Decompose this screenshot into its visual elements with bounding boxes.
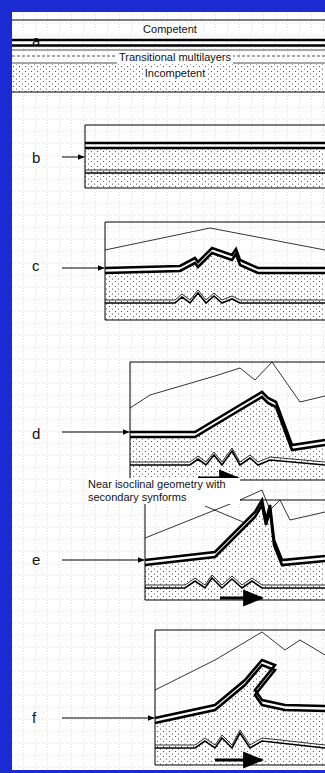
panel-letter: d [32,426,40,442]
competent-layer [85,142,325,145]
leader-line [205,506,243,522]
competent-layer [145,500,325,560]
topography [130,362,325,408]
multilayer [130,448,325,462]
incompetent-layer [130,398,325,480]
multilayer [85,170,325,171]
multilayer [85,172,325,174]
panel-letter: e [32,552,40,568]
grid [12,12,325,770]
panel-letter: f [32,710,36,726]
competent-layer [155,665,325,723]
incompetent-layer [105,254,325,320]
competent-layer [12,39,325,42]
panel-frame [85,125,325,188]
competent-layer [145,505,325,565]
note: Near isoclinal geometry with secondary s… [86,478,240,504]
panel-letter: b [32,150,40,166]
panel-frame [105,222,325,320]
stroke [12,20,325,21]
panel [12,12,325,770]
competent-layer [12,44,325,47]
shear-arrow [215,759,262,762]
incompetent-layer [145,506,325,600]
layer-name: Competent [143,23,197,36]
stage-arrow [62,157,84,158]
layer-name: Incompetent [143,67,208,80]
stage-arrow [62,268,104,269]
multilayer [105,290,325,300]
competent-layer [105,248,325,268]
incompetent-layer [12,64,325,92]
multilayer [145,575,325,585]
shear-arrow [220,597,262,600]
stage-arrow [62,432,129,433]
stage-arrow [62,718,154,719]
panel-letter: a [32,33,40,49]
panel-letter: c [32,258,40,274]
topography [155,632,325,690]
topography [105,228,325,250]
stroke [12,92,325,93]
panel-frame [155,630,325,765]
competent-layer [85,147,325,150]
multilayer [130,451,325,465]
stage-arrow [62,560,144,561]
multilayer [155,733,325,748]
competent-layer [105,253,325,273]
panel-frame [130,362,325,480]
incompetent-layer [85,149,325,188]
multilayer [145,578,325,588]
competent-layer [130,397,325,450]
layer-name: Transitional multilayers [117,51,233,64]
panel-frame [145,500,325,600]
incompetent-layer [155,666,325,765]
multilayer [105,293,325,303]
